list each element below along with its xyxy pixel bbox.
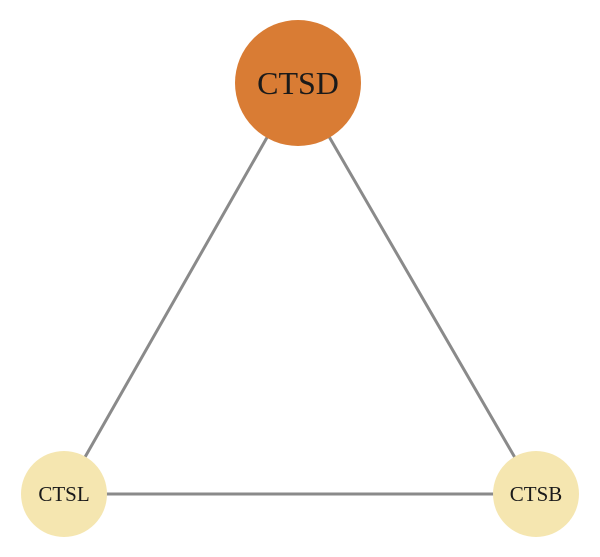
node-ctsb-circle (493, 451, 579, 537)
node-ctsd-label: CTSD (257, 65, 339, 101)
node-ctsl: CTSL (21, 451, 107, 537)
edge-ctsd-ctsb (296, 81, 538, 496)
node-ctsb: CTSB (493, 451, 579, 537)
node-ctsd-circle (235, 20, 361, 146)
nodes-layer: CTSD CTSL CTSB (21, 20, 579, 537)
node-ctsl-label: CTSL (38, 482, 89, 506)
node-ctsb-label: CTSB (510, 482, 563, 506)
edges-layer (62, 81, 538, 496)
node-ctsl-circle (21, 451, 107, 537)
node-ctsd: CTSD (235, 20, 361, 146)
edge-ctsd-ctsl (62, 81, 300, 496)
